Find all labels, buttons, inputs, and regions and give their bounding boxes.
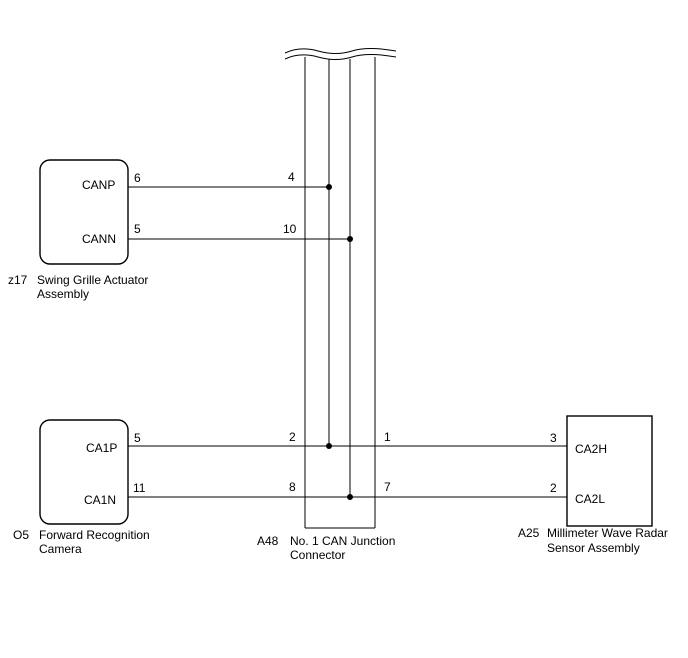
junction-pin-1: 1 [384, 430, 391, 444]
junction-code: A48 [257, 534, 279, 548]
camera-pin-label-ca1n: CA1N [84, 493, 116, 507]
camera-pin-ca1p: 5 [134, 431, 141, 445]
camera-pin-label-ca1p: CA1P [86, 441, 117, 455]
radar-name-2: Sensor Assembly [547, 541, 640, 555]
break-mark-upper [284, 48, 397, 54]
radar-sensor: CA2H CA2L 3 2 A25 Millimeter Wave Radar … [518, 415, 668, 555]
swing-grille-pin-cann: 5 [134, 222, 141, 236]
radar-name-1: Millimeter Wave Radar [547, 526, 668, 540]
junction-pin-4: 4 [288, 170, 295, 184]
junction-labels: 4 10 2 8 1 7 A48 No. 1 CAN Junction Conn… [257, 170, 395, 562]
swing-grille-actuator: CANP CANN 6 5 z17 Swing Grille Actuator … [8, 159, 148, 301]
junction-pin-2: 2 [289, 430, 296, 444]
junction-pin-7: 7 [384, 480, 391, 494]
junction-connector [284, 48, 397, 529]
junction-name-2: Connector [290, 548, 345, 562]
radar-pin-label-ca2l: CA2L [575, 492, 605, 506]
camera-pin-ca1n: 11 [133, 481, 146, 495]
radar-pin-label-ca2h: CA2H [575, 442, 607, 456]
swing-grille-pin-label-canp: CANP [82, 178, 115, 192]
break-mark-lower [284, 54, 397, 60]
camera-code: O5 [13, 528, 29, 542]
swing-grille-name-1: Swing Grille Actuator [37, 273, 148, 287]
splice-dot-ca1p [326, 443, 332, 449]
forward-recognition-camera: CA1P CA1N 5 11 O5 Forward Recognition Ca… [13, 419, 150, 556]
splice-dot-cann [347, 236, 353, 242]
camera-name-2: Camera [39, 542, 82, 556]
radar-box [566, 415, 653, 527]
radar-pin-ca2h: 3 [550, 431, 557, 445]
swing-grille-box [39, 159, 129, 265]
swing-grille-pin-label-cann: CANN [82, 232, 116, 246]
junction-pin-8: 8 [289, 480, 296, 494]
radar-pin-ca2l: 2 [550, 481, 557, 495]
junction-name-1: No. 1 CAN Junction [290, 534, 395, 548]
radar-code: A25 [518, 526, 540, 540]
swing-grille-pin-canp: 6 [134, 171, 141, 185]
splice-dot-ca1n [347, 494, 353, 500]
junction-pin-10: 10 [283, 222, 297, 236]
swing-grille-code: z17 [8, 273, 28, 287]
camera-name-1: Forward Recognition [39, 528, 150, 542]
camera-box [39, 419, 129, 525]
splice-dot-canp [326, 184, 332, 190]
wires [128, 184, 567, 500]
swing-grille-name-2: Assembly [37, 287, 89, 301]
